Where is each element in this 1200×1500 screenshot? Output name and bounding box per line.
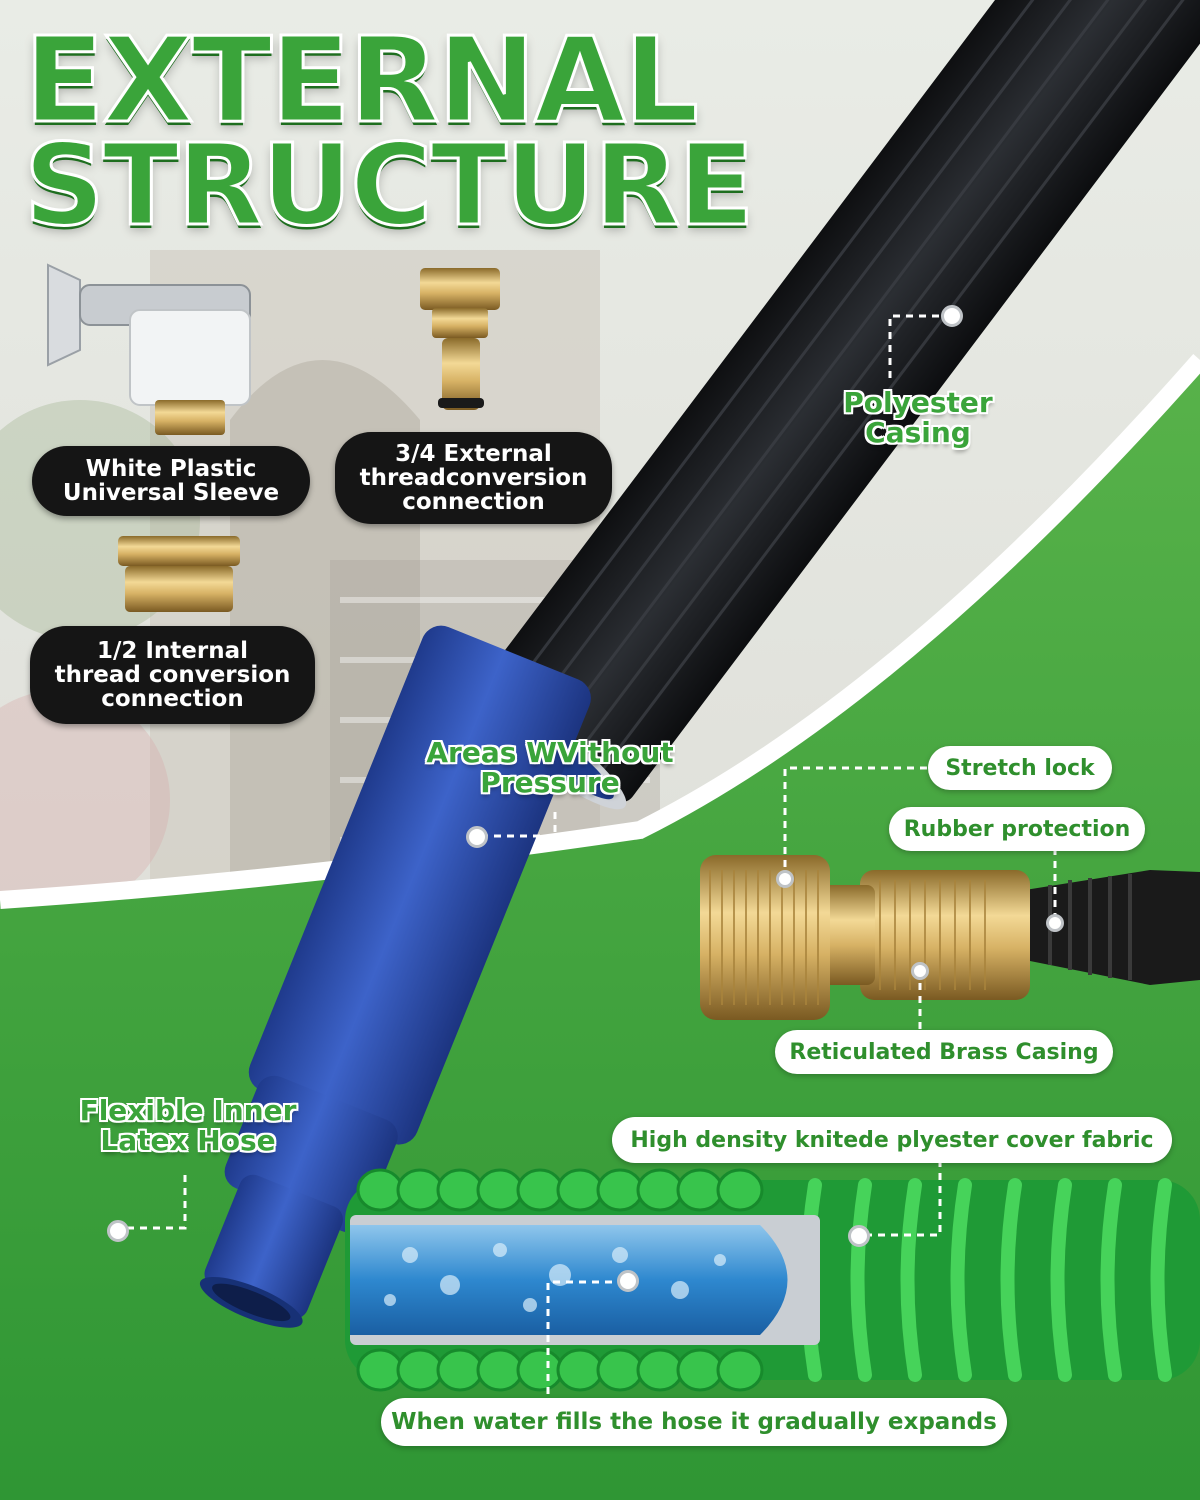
label-cover-fabric: High density knitede plyester cover fabr… <box>612 1117 1172 1163</box>
callout-dot-brass <box>911 962 929 980</box>
fitting-label-external-thread: 3/4 External threadconversion connection <box>335 432 612 524</box>
brass-connector <box>700 855 1200 1020</box>
callout-dot-areas <box>466 826 488 848</box>
callout-dot-fabric <box>848 1225 870 1247</box>
external-thread-fitting <box>420 268 500 410</box>
green-fabric-hose <box>345 1168 1200 1392</box>
fitting-label-internal-thread: 1/2 Internal thread conversion connectio… <box>30 626 315 724</box>
label-rubber-protection: Rubber protection <box>889 807 1145 851</box>
label-areas-without-pressure: Areas WVithout Pressure <box>426 736 674 800</box>
callout-dot-rubber <box>1046 914 1064 932</box>
callout-dot-stretch-lock <box>776 870 794 888</box>
label-expands: When water fills the hose it gradually e… <box>381 1398 1007 1446</box>
fitting-label-plastic-sleeve: White Plastic Universal Sleeve <box>32 446 310 516</box>
page-title: EXTERNAL STRUCTURE <box>23 11 757 251</box>
label-flexible-inner-latex-hose: Flexible Inner Latex Hose <box>79 1094 297 1158</box>
title-line-2: STRUCTURE <box>23 120 757 251</box>
callout-dot-water <box>617 1270 639 1292</box>
callout-dot-polyester <box>941 305 963 327</box>
title-line-1: EXTERNAL <box>23 11 701 149</box>
internal-thread-fitting <box>118 536 240 612</box>
label-reticulated-brass-casing: Reticulated Brass Casing <box>775 1030 1113 1074</box>
label-stretch-lock: Stretch lock <box>928 746 1112 790</box>
callout-dot-latex <box>107 1220 129 1242</box>
plastic-sleeve-fitting <box>47 263 251 435</box>
label-polyester-casing: Polyester Casing <box>843 386 993 450</box>
